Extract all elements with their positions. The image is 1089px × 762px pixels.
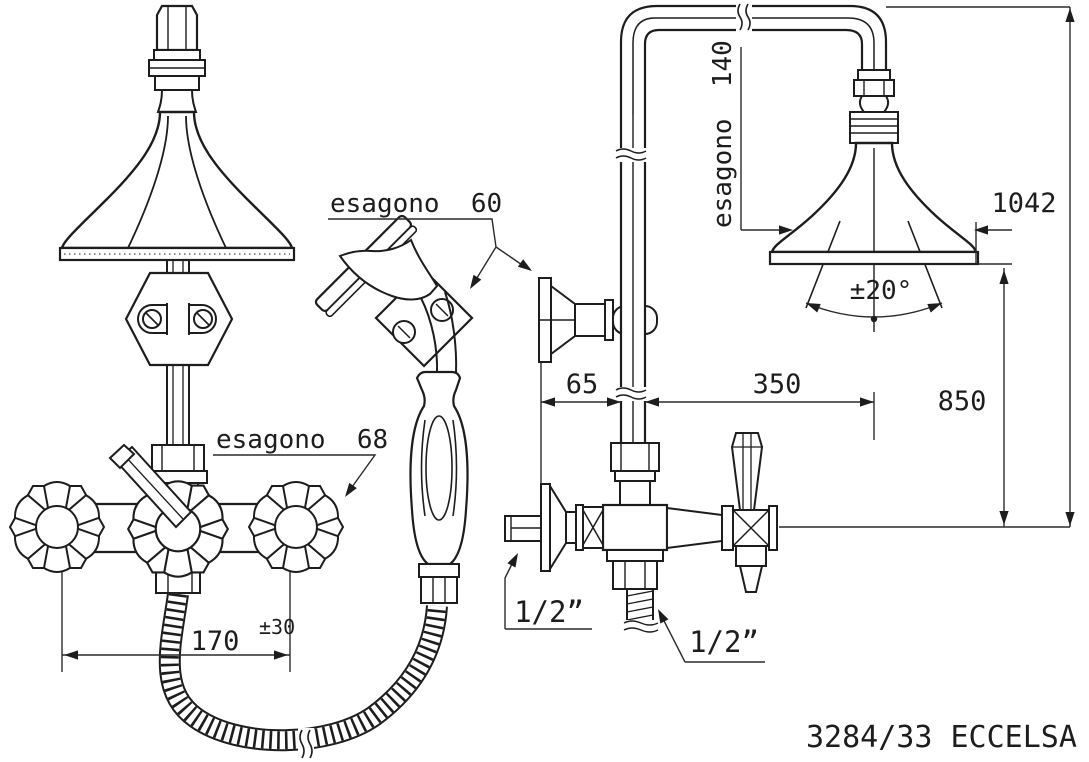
dim-850-label: 850: [938, 386, 987, 417]
dim-65-label: 65: [566, 369, 599, 400]
dim-1042-label: 1042: [991, 188, 1056, 219]
cross-handle-center: [128, 481, 228, 576]
handset-handle: [409, 291, 469, 604]
bottom-outlet: [606, 549, 664, 634]
dimension-graphics: [61, 6, 1075, 672]
inlet-thread-label: 1/2”: [514, 595, 584, 629]
dim-170-label: 170: [191, 626, 240, 657]
wall-inlet-stub: [504, 515, 542, 542]
valve-escutcheon: [549, 482, 567, 573]
handset-assembly: [314, 214, 474, 604]
annotations: esagono 60 esagono 68 esagono 140 1042 8…: [191, 40, 1077, 755]
left-shower-head: [58, 4, 296, 262]
cross-handle-left: [10, 482, 104, 572]
cross-handle-right: [249, 482, 343, 572]
outlet-thread-label: 1/2”: [689, 625, 759, 659]
gooseneck-pipe: [619, 2, 888, 115]
riser-pipe: [614, 115, 652, 445]
left-assembly-front-view: [10, 4, 448, 760]
esagono-68-label: esagono 68: [216, 425, 388, 455]
handset-head: [314, 214, 439, 318]
product-code-title: 3284/33 ECCELSA: [806, 720, 1077, 755]
dim-350-label: 350: [753, 369, 802, 400]
right-shower-head: [768, 69, 980, 332]
esagono-140-label: esagono 140: [708, 40, 738, 228]
side-cross-handle: [721, 432, 778, 593]
valve-body-side-view: [504, 432, 778, 634]
flexible-hose: [158, 592, 448, 760]
left-wall-bracket: [124, 271, 234, 367]
swivel-angle-label: ±20°: [850, 276, 913, 306]
esagono-60-label: esagono 60: [330, 189, 502, 219]
right-assembly-side-view: [504, 2, 980, 634]
dim-170-tolerance: ±30: [259, 615, 295, 639]
valve-right-cone: [666, 506, 723, 550]
diverter-lever: [108, 443, 193, 529]
